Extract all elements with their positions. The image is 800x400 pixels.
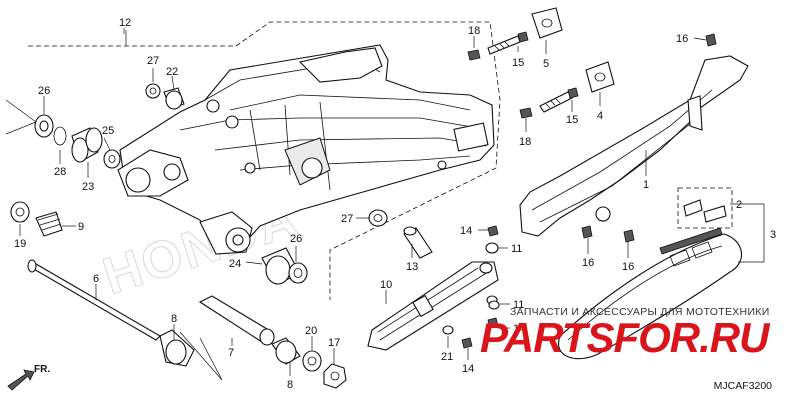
assembly-outline-12 <box>28 21 501 300</box>
chain-guard-1 <box>519 33 749 243</box>
callout-20: 20 <box>305 325 317 337</box>
callout-2: 2 <box>736 199 742 211</box>
callout-16: 16 <box>582 257 594 269</box>
callout-23: 23 <box>82 181 94 193</box>
drive-chain-3 <box>557 187 765 360</box>
front-direction-label: FR. <box>34 364 51 375</box>
callout-6: 6 <box>93 273 99 285</box>
callout-numbers: 12 27 22 26 28 25 23 19 9 6 18 15 5 18 1… <box>14 17 776 391</box>
callout-25: 25 <box>102 125 114 137</box>
callout-14: 14 <box>462 363 474 375</box>
callout-27: 27 <box>147 55 159 67</box>
callout-13: 13 <box>406 261 418 273</box>
callout-9: 9 <box>78 221 84 233</box>
callout-27: 27 <box>341 213 353 225</box>
chain-slider-10 <box>367 261 499 351</box>
callout-21: 21 <box>441 351 453 363</box>
upper-bush-group <box>145 83 185 110</box>
watermark-logo: PARTSFOR.RU <box>480 314 769 361</box>
callout-19: 19 <box>14 238 26 250</box>
callout-1: 1 <box>643 179 649 191</box>
callout-16: 16 <box>676 33 688 45</box>
callout-26: 26 <box>38 85 50 97</box>
leader-lines <box>19 28 707 376</box>
callout-16: 16 <box>622 261 634 273</box>
callout-11: 11 <box>511 243 522 255</box>
callout-15: 15 <box>566 114 578 126</box>
callout-18: 18 <box>468 25 480 37</box>
callout-28: 28 <box>54 166 66 178</box>
callout-8: 8 <box>171 313 177 325</box>
callout-18: 18 <box>519 136 531 148</box>
callout-11: 11 <box>513 299 524 311</box>
watermark-caption: ЗАПЧАСТИ И АКСЕССУАРЫ ДЛЯ МОТОТЕХНИКИ <box>510 306 770 318</box>
callout-15: 15 <box>512 57 524 69</box>
callout-14: 14 <box>460 225 472 237</box>
collar-7-end <box>259 328 275 346</box>
callout-14: 14 <box>513 323 525 335</box>
pivot-bolt-group <box>10 201 223 381</box>
diagram-code: MJCAF3200 <box>713 380 772 392</box>
callout-7: 7 <box>228 347 234 359</box>
callout-24: 24 <box>229 258 241 270</box>
pivot-bearing-group-right <box>261 209 433 285</box>
callout-17: 17 <box>328 337 340 349</box>
slider-fasteners <box>442 225 500 349</box>
callout-3: 3 <box>770 229 776 241</box>
adjuster-bolts <box>467 7 615 119</box>
callout-22: 22 <box>166 66 178 78</box>
swingarm-illustration <box>117 44 495 255</box>
callout-26: 26 <box>290 233 302 245</box>
front-arrow-icon <box>7 369 35 391</box>
nut-group <box>271 337 347 389</box>
pivot-bearing-group-left <box>5 99 121 169</box>
callout-10: 10 <box>380 279 392 291</box>
callout-8: 8 <box>287 379 293 391</box>
callout-4: 4 <box>597 110 603 122</box>
callout-12: 12 <box>119 17 131 29</box>
callout-5: 5 <box>543 58 549 70</box>
